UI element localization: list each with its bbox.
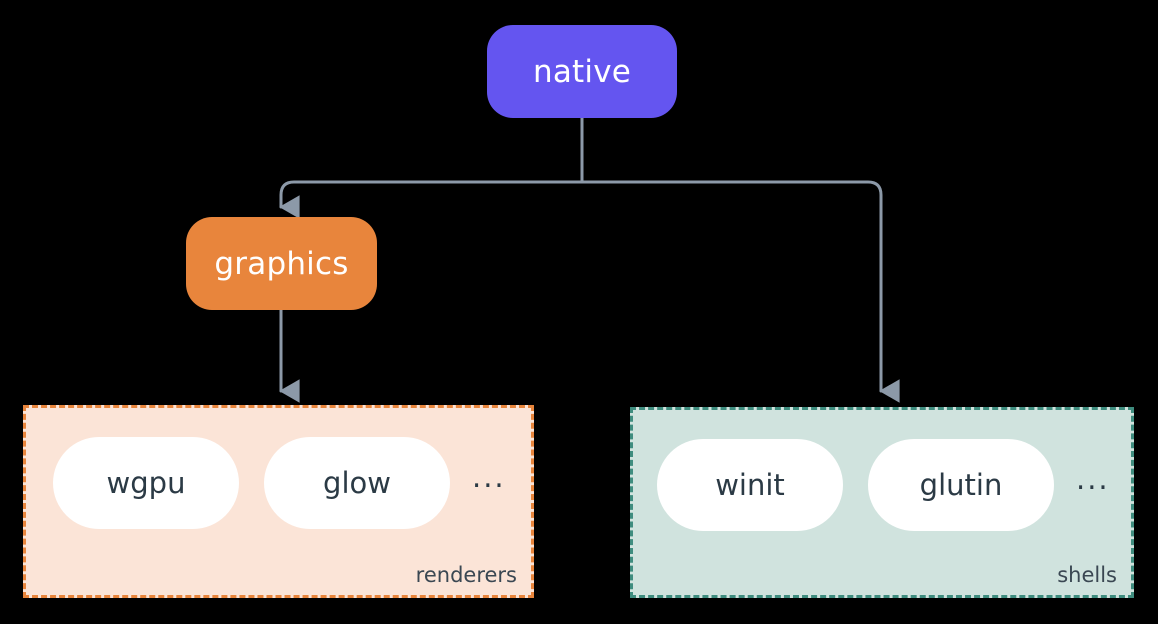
leaf-node-glutin[interactable]: glutin xyxy=(868,439,1054,531)
node-graphics[interactable]: graphics xyxy=(186,217,377,310)
group-renderers[interactable]: wgpu glow ... renderers xyxy=(23,405,534,598)
group-label-renderers: renderers xyxy=(415,563,517,587)
group-shells[interactable]: winit glutin ... shells xyxy=(630,407,1134,598)
shells-item-row: winit glutin ... xyxy=(633,439,1110,531)
renderers-overflow-ellipsis: ... xyxy=(472,459,506,494)
node-native[interactable]: native xyxy=(487,25,677,118)
edge-native-to-graphics xyxy=(279,180,584,219)
group-label-shells: shells xyxy=(1057,563,1117,587)
shells-overflow-ellipsis: ... xyxy=(1076,461,1110,496)
renderers-item-row: wgpu glow ... xyxy=(26,437,506,529)
leaf-node-wgpu[interactable]: wgpu xyxy=(53,437,239,529)
edge-native-to-shells xyxy=(580,180,900,403)
leaf-node-glow[interactable]: glow xyxy=(264,437,450,529)
leaf-node-winit[interactable]: winit xyxy=(657,439,843,531)
